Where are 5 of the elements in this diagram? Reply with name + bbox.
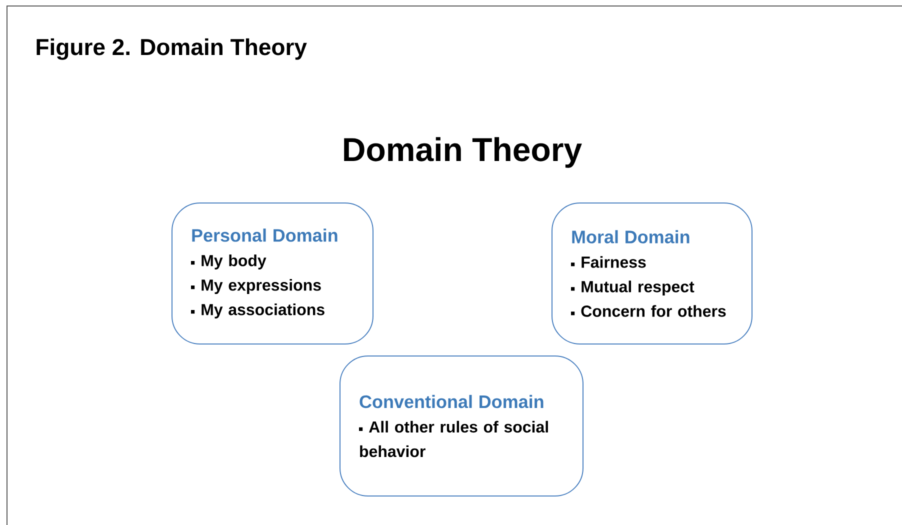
domain-box: Conventional Domain All other rules of social behavior — [340, 356, 584, 496]
diagram-title: Domain Theory — [344, 137, 582, 168]
domain-box: Personal Domain My body My expressions My associations — [172, 202, 374, 344]
figure-caption: Figure 2. Domain Theory — [36, 38, 307, 60]
domain-box: Moral Domain Fairness Mutual respect Concern for others — [552, 202, 752, 344]
